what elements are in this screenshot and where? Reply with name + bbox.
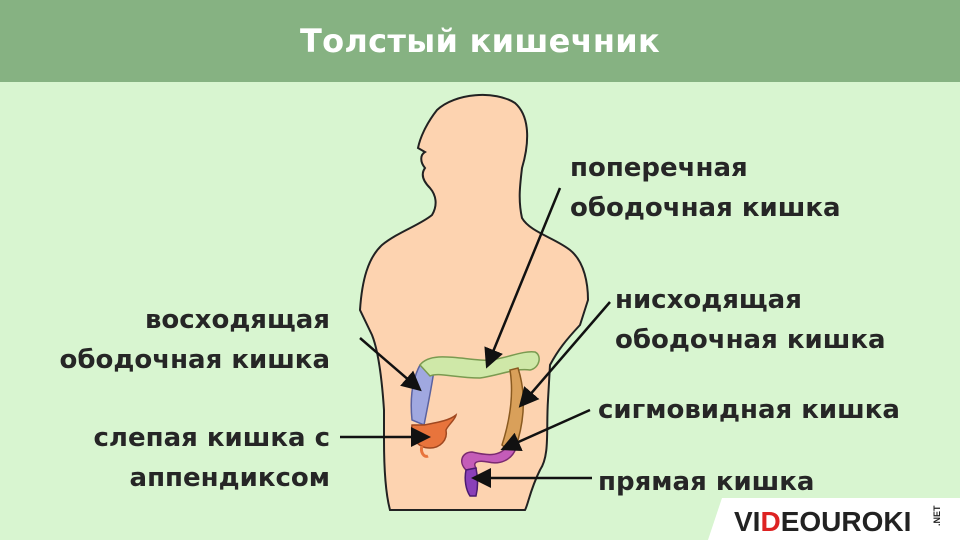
arrow-transverse bbox=[484, 187, 562, 369]
label-rectum: прямая кишка bbox=[598, 467, 815, 497]
rectum bbox=[464, 467, 479, 497]
arrow-sigmoid bbox=[500, 408, 591, 452]
label-ascending-colon: восходящая ободочная кишка bbox=[59, 305, 330, 375]
svg-text:VIDEOUROKI: VIDEOUROKI bbox=[734, 506, 911, 537]
arrow-descending bbox=[518, 301, 611, 408]
label-descending-colon: нисходящая ободочная кишка bbox=[615, 285, 886, 355]
label-sigmoid-colon: сигмовидная кишка bbox=[598, 395, 900, 425]
label-cecum: слепая кишка с аппендиксом bbox=[93, 423, 330, 493]
videouroki-logo: VIDEOUROKI .NET bbox=[708, 498, 960, 540]
appendix bbox=[420, 445, 429, 458]
label-transverse-colon: поперечная ободочная кишка bbox=[570, 153, 841, 223]
transverse-colon bbox=[419, 351, 540, 379]
svg-text:.NET: .NET bbox=[932, 505, 942, 526]
title-bar: Толстый кишечник bbox=[0, 0, 960, 82]
arrow-ascending bbox=[359, 337, 422, 392]
page-title: Толстый кишечник bbox=[299, 22, 661, 60]
human-silhouette bbox=[358, 93, 590, 511]
